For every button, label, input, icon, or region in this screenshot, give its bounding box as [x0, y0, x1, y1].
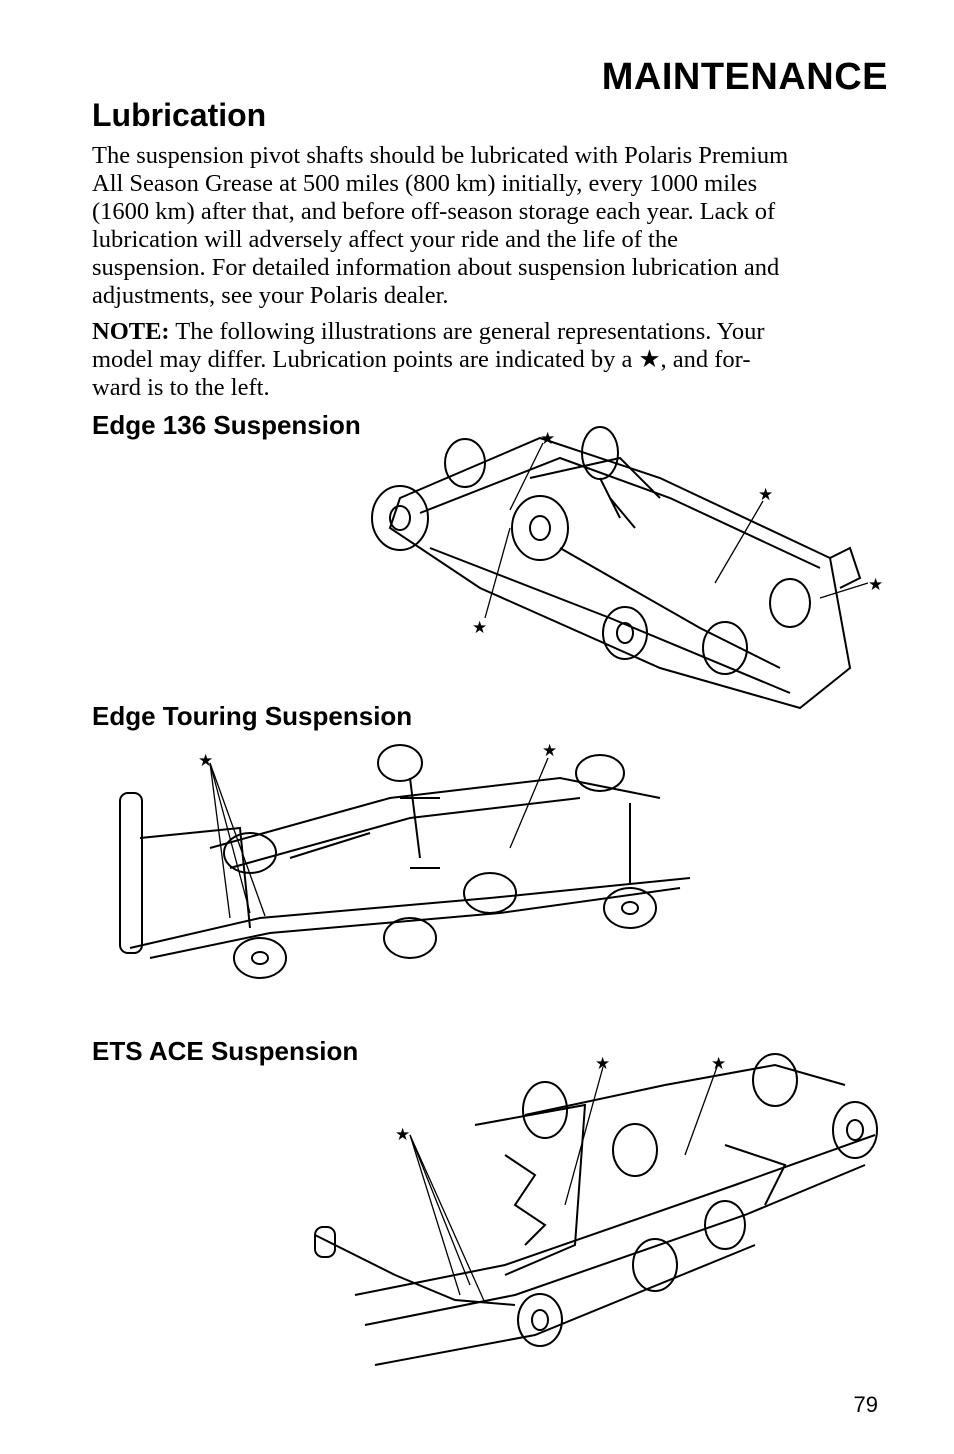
- paragraph-line: suspension. For detailed information abo…: [92, 254, 780, 281]
- star-icon: ★: [711, 1054, 726, 1074]
- page-header: MAINTENANCE: [601, 56, 888, 98]
- edge-touring-suspension-illustration: ★ ★: [110, 738, 700, 988]
- star-icon: ★: [540, 429, 555, 449]
- star-icon: ★: [758, 485, 773, 505]
- note-text: The following illustrations are general …: [169, 318, 765, 345]
- suspension-drawing-icon: ★ ★: [119, 741, 691, 979]
- star-icon: ★: [198, 751, 213, 771]
- section-title: Lubrication: [92, 97, 267, 133]
- paragraph-line: lubrication will adversely affect your r…: [92, 226, 678, 253]
- note-label: NOTE:: [92, 318, 170, 345]
- star-icon: ★: [868, 575, 883, 595]
- page-number: 79: [853, 1392, 878, 1417]
- star-icon: ★: [542, 741, 557, 761]
- star-icon: ★: [395, 1125, 410, 1145]
- figure-title-edge-136: Edge 136 Suspension: [92, 410, 361, 440]
- figure-title-ets-ace: ETS ACE Suspension: [92, 1036, 359, 1066]
- note-text: model may differ. Lubrication points are…: [92, 346, 751, 373]
- paragraph-line: The suspension pivot shafts should be lu…: [92, 142, 789, 169]
- star-icon: ★: [595, 1054, 610, 1074]
- ets-ace-suspension-illustration: ★ ★ ★: [305, 1045, 890, 1375]
- lubrication-paragraph: The suspension pivot shafts should be lu…: [92, 142, 892, 310]
- figure-title-edge-touring: Edge Touring Suspension: [92, 701, 413, 731]
- suspension-drawing-icon: ★ ★ ★: [314, 1053, 878, 1366]
- star-icon: ★: [472, 618, 487, 638]
- note-paragraph: NOTE: The following illustrations are ge…: [92, 318, 892, 402]
- note-text: ward is to the left.: [92, 374, 270, 401]
- paragraph-line: (1600 km) after that, and before off-sea…: [92, 198, 776, 225]
- paragraph-line: All Season Grease at 500 miles (800 km) …: [92, 170, 758, 197]
- edge-136-suspension-illustration: ★ ★ ★ ★: [360, 418, 890, 718]
- suspension-drawing-icon: ★ ★ ★ ★: [371, 426, 883, 710]
- paragraph-line: adjustments, see your Polaris dealer.: [92, 282, 449, 309]
